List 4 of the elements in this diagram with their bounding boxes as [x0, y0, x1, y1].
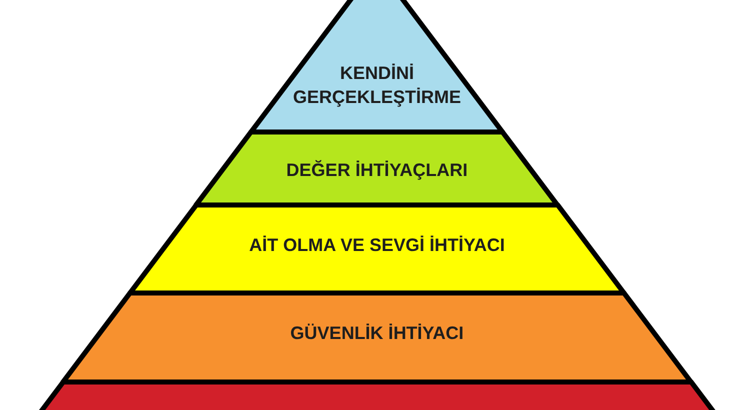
level-label: DEĞER İHTİYAÇLARI	[286, 159, 468, 182]
level-label: AİT OLMA VE SEVGİ İHTİYACI	[249, 234, 505, 257]
level-label: GÜVENLİK İHTİYACI	[290, 322, 464, 345]
level-label: KENDİNİ GERÇEKLEŞTİRME	[292, 62, 462, 109]
